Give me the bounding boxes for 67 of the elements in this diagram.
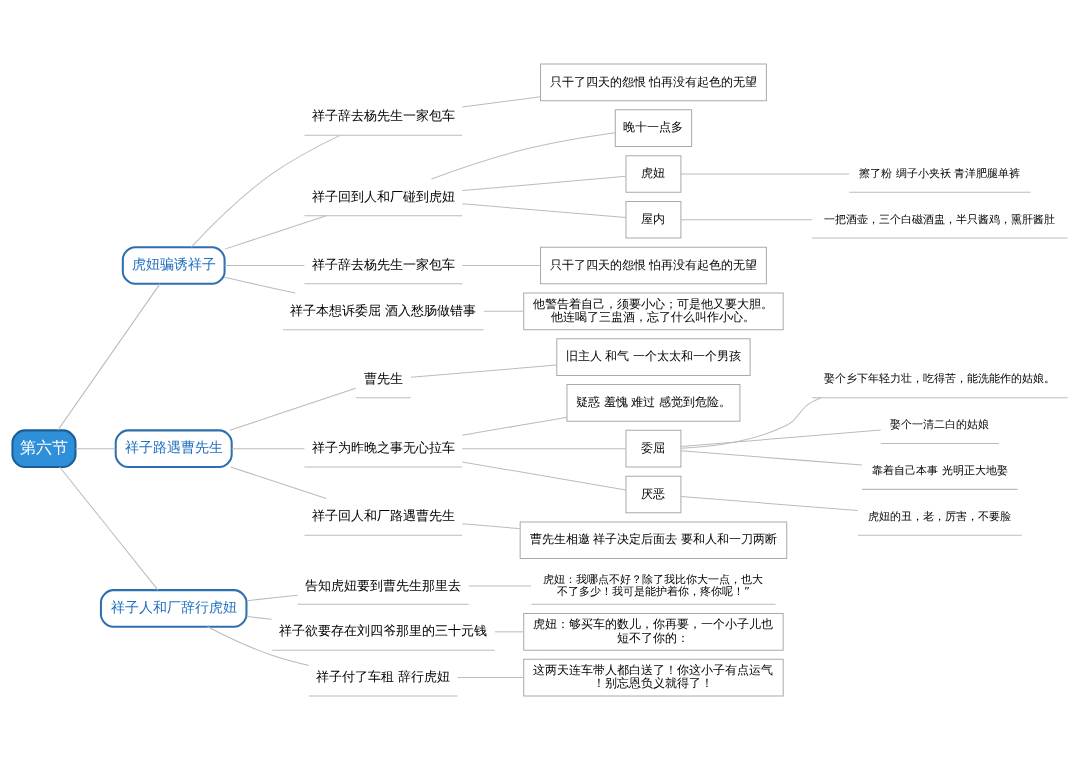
connector [461,461,627,491]
connector [680,429,882,447]
connector [59,466,159,591]
node-box: 只干了四天的怨恨 怕再没有起色的无望 [540,63,767,102]
connector [680,496,859,511]
node-text: 告知虎妞要到曹先生那里去 [305,577,462,593]
connector [494,631,524,633]
connector [468,585,532,587]
connector [680,450,863,466]
connector [461,523,521,530]
node-box: 晚十一点多 [614,109,693,147]
node-box: 第六节 [11,429,77,468]
connector [461,448,627,450]
node-box: 委屈 [625,429,682,468]
connector [57,283,161,431]
node-text: 曹先生 [363,370,403,386]
connector [461,416,568,436]
node-box: 疑惑 羞愧 难过 感觉到危险。 [566,384,741,422]
connector [190,134,341,248]
node-text: 祥子辞去杨先生一家包车 [311,256,455,272]
node-box: 祥子人和厂辞行虎妞 [99,589,248,628]
node-text: 娶个乡下年轻力壮，吃得苦，能洗能作的姑娘。 [824,372,1056,386]
node-box: 屋内 [625,200,682,239]
node-box: 虎妞骗诱祥子 [121,246,226,285]
connector [246,594,299,602]
node-text: 祥子回到人和厂碰到虎妞 [311,188,455,204]
node-text: 靠着自己本事 光明正大地娶 [872,463,1008,477]
node-box: 这两天连车带人都白送了！你这小子有点运气！别忘恩负义就得了！ [523,658,784,697]
node-box: 只干了四天的怨恨 怕再没有起色的无望 [540,246,767,285]
connector [224,276,296,294]
connector [680,173,850,175]
node-box: 厌恶 [625,475,682,514]
node-text: 虎妞的丑，老，厉害，不要脸 [868,509,1012,523]
connector [461,175,627,192]
node-text: 虎妞：我哪点不好？除了我比你大一点，也大不了多少！我可是能护着你，疼你呢！” [543,572,764,598]
connector [483,310,525,312]
node-box: 他警告着自己，须要小心；可是他又要大胆。他连喝了三盅酒，忘了什么叫作小心。 [523,292,784,331]
connector [461,203,627,219]
connector [246,616,273,620]
node-box: 祥子路遇曹先生 [114,429,233,468]
node-text: 娶个一清二白的姑娘 [890,418,990,432]
connector [224,265,305,267]
connector [461,265,541,267]
connector [207,626,310,666]
connector [229,387,357,431]
connector [457,677,525,679]
connector [431,132,616,180]
node-text: 擦了粉 绸子小夹袄 青洋肥腿单裤 [859,166,1021,180]
node-text: 祥子为昨晚之事无心拉车 [311,440,455,456]
node-box: 虎妞：够买车的数儿，你再要，一个小子儿也短不了你的： [523,613,784,651]
node-box: 曹先生相邀 祥子决定后面去 要和人和一刀两断 [519,521,788,560]
connector [75,448,116,450]
node-box: 旧主人 和气 一个太太和一个男孩 [556,338,751,376]
node-text: 祥子回人和厂路遇曹先生 [311,508,455,524]
node-box: 虎妞 [625,155,682,193]
node-text: 祥子本想诉委屈 酒入愁肠做错事 [290,302,477,318]
connector [680,219,813,221]
connector [231,448,305,450]
node-text: 祥子欲要存在刘四爷那里的三十元钱 [279,623,488,639]
node-text: 祥子付了车租 辞行虎妞 [316,669,451,685]
connector [680,397,822,449]
connector [461,96,541,108]
node-text: 一把酒壶，三个白磁酒盅，半只酱鸡，熏肝酱肚 [824,212,1056,226]
connector [410,364,558,378]
connector [230,466,327,499]
node-text: 祥子辞去杨先生一家包车 [311,108,455,124]
connector [224,215,327,250]
